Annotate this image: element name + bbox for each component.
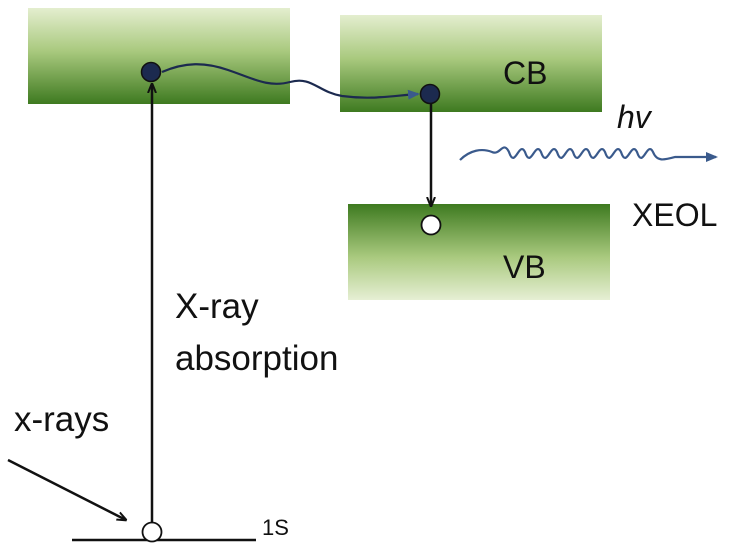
xray-absorption-label-line2: absorption (175, 339, 338, 378)
electron-excited-icon (140, 61, 162, 83)
xrays-label: x-rays (14, 400, 109, 439)
excited-state-band (28, 8, 290, 104)
xray-absorption-label-line1: X-ray (175, 287, 259, 326)
hv-label: hv (617, 99, 653, 135)
electron-cb-icon (419, 83, 441, 105)
xeol-label: XEOL (632, 197, 717, 233)
cb-label: CB (503, 55, 547, 91)
core-level-1s-label: 1S (262, 515, 289, 540)
conduction-band (340, 15, 602, 112)
valence-band (348, 204, 610, 300)
vb-label: VB (503, 249, 546, 285)
electron-relaxation-arrow (161, 63, 420, 100)
emitted-photon-wave (459, 146, 718, 162)
incoming-xray-arrow (7, 458, 126, 520)
hole-vb-icon (420, 214, 442, 236)
hole-core-icon (141, 521, 163, 543)
